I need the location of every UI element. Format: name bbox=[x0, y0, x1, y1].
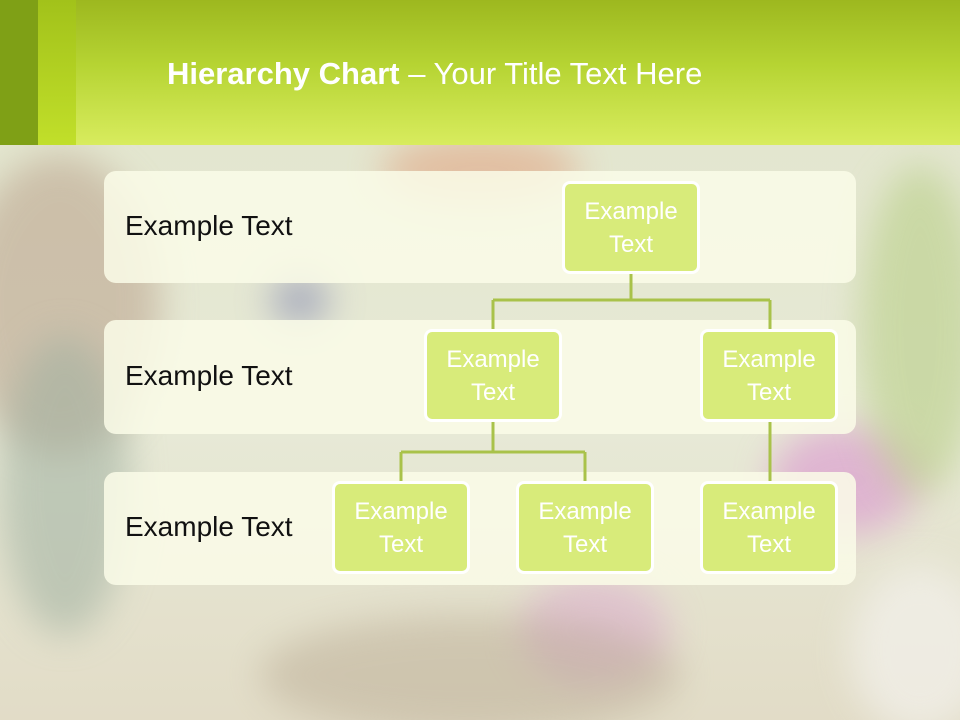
node-level3-a[interactable]: Example Text bbox=[332, 481, 470, 574]
accent-bar bbox=[0, 0, 38, 145]
connector-left-to-level3 bbox=[399, 422, 587, 484]
node-level2-left[interactable]: Example Text bbox=[424, 329, 562, 422]
title-rest: – Your Title Text Here bbox=[399, 56, 703, 91]
node-level3-c[interactable]: Example Text bbox=[700, 481, 838, 574]
title-banner bbox=[0, 0, 960, 145]
connector-root-to-level2 bbox=[491, 273, 772, 332]
title-bold: Hierarchy Chart bbox=[167, 56, 400, 91]
level-label: Example Text bbox=[125, 511, 293, 542]
node-root[interactable]: Example Text bbox=[562, 181, 700, 274]
level-label: Example Text bbox=[125, 210, 293, 241]
node-level2-right[interactable]: Example Text bbox=[700, 329, 838, 422]
node-level3-b[interactable]: Example Text bbox=[516, 481, 654, 574]
level-label: Example Text bbox=[125, 360, 293, 391]
accent-bar bbox=[38, 0, 76, 145]
slide-title: Hierarchy Chart – Your Title Text Here bbox=[167, 56, 702, 92]
level-band-1 bbox=[104, 171, 856, 283]
